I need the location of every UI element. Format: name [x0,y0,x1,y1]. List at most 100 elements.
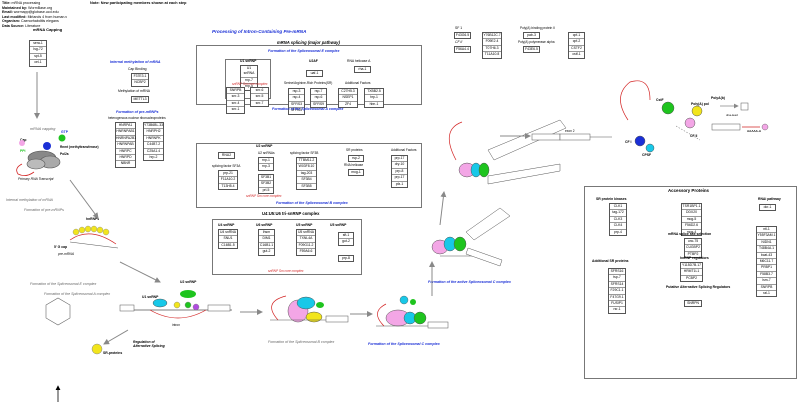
polya-tail-label: AAAAA-A [747,129,761,133]
e-complex-frame [196,45,422,105]
u5-title: U5 snRNP [296,223,313,227]
cap-enzyme-blue [43,142,51,150]
exon1-box [531,133,561,141]
hnrnp-reg-title: hnRNP regulators [680,256,709,260]
u2-snrna-title: U2 snRNAs [258,151,275,155]
hexagon-shape [45,297,71,326]
polya-complex [634,101,769,153]
u2af-genes: uaf-1 [306,70,323,78]
u4-title: U4 snRNP [218,223,235,227]
u2-title: U2 snRNP [256,144,273,148]
sf1-title: SF 1 [455,26,463,30]
sr2-title: SR proteins [346,148,363,152]
polya-genes: pab-3 [523,32,540,40]
rha-genes: rha-1 [354,66,371,74]
sr-title: Serine/Arginine-Rich Proteins(SR) [284,81,333,85]
helicase-genes: mog-1 [348,169,364,177]
u6-title: U6 snRNP [256,223,273,227]
tri-frame [212,219,362,275]
primary-transcript [16,163,35,176]
flow-arrow-e [119,261,161,283]
methylation-title: Methylation of mRNA [118,89,151,93]
meta-title: Title: mRNA processing [2,1,41,5]
b-complex-title: Formation of the Spliceosomal B complex [276,201,348,205]
a-formation-label: Formation of the Spliceosomal A complex [44,292,111,296]
pre-mrna-label: pre-mRNA [58,252,75,256]
active-c-drawing [431,207,511,267]
flow-arrow-up2 [439,191,447,226]
cap-binding-title: Cap Binding [128,67,147,71]
pathway-loop [620,80,651,121]
u2-snrnp-label: U2 snRNP [180,280,197,284]
cfii-genes: F56A4.4 [454,46,471,54]
alt-genes: SNRPN [684,300,702,308]
reg-alt-label: Regulation of Alternative Splicing [133,340,165,349]
capping-label: mRNA Capping [33,27,63,32]
polymerase-title: Poly(A) polymerase alpha [518,40,555,44]
note: Note: New participating members shown at… [90,1,187,5]
alt-title: Putative Alternative Splicing Regulators [666,285,731,289]
rha-title: RNA helicase A [347,59,371,63]
intron-label: intron [172,323,180,327]
u2af-title: U2AF [309,59,318,63]
sf3a-title: splicing factor SF3A [212,164,241,168]
cap-enzyme-gtp [58,134,66,142]
b-complex-drawing [270,295,349,323]
pre-formation-label: Formation of pre-mRNPs [24,208,64,212]
cfii-label: CF II [690,134,698,138]
add-e-title: Additional Factors [345,81,371,85]
methylation-genes: METTL3 [131,96,149,104]
rnai-title: RNAi pathway [758,197,781,201]
cap-enzyme-pink [19,140,25,146]
cfii-title: CF II [455,40,463,44]
b-formation-label: Formation of the Spliceosomal B complex [268,340,335,344]
meta-maintained: Maintained by: WormBase.org [2,5,53,10]
c-complex-drawing [376,295,449,329]
tri-core: snRNP Sm core complex [268,269,304,273]
internal-methylation-title: Internal methylation of mRNA [110,60,161,64]
cstf-label: CstF [656,98,664,102]
dna-label: dna-lead [726,113,738,117]
mrna-capping-label: mRNA capping [30,127,56,131]
meta-modified: Last modified: Mirlands 4 from human.v [2,14,68,19]
polya-b-label: PolyA(b) [711,96,725,100]
e-formation-label: Formation of the Spliceosomal E complex [30,282,97,286]
u5b-extra: prp-8 [338,255,354,263]
tri-title: U4:U5:U6 tri-snRNP complex [262,211,320,216]
cf1-label: CF I [625,140,632,144]
flow-arrow-down [103,329,129,345]
sr2-genes: rsp-2 [348,155,364,163]
cap-label: Cap [20,138,27,142]
helicase-title: RNA helicase [344,163,364,167]
c-formation-label: Formation of the Spliceosomal C complex [368,342,440,346]
b-complex-frame [196,143,422,208]
exon2-label: exon 2 [565,129,575,133]
u1-core-title: snRNP Sm core complex [232,82,268,86]
sf3b2-title: splicing factor SF3B [290,151,319,155]
u5b-title: U5 snRNP [330,223,347,227]
gtp-label: GTP [61,130,68,134]
hnrnp-label: hnRNPs [86,217,100,221]
sf1-genes: F43G6.5 [454,32,471,40]
